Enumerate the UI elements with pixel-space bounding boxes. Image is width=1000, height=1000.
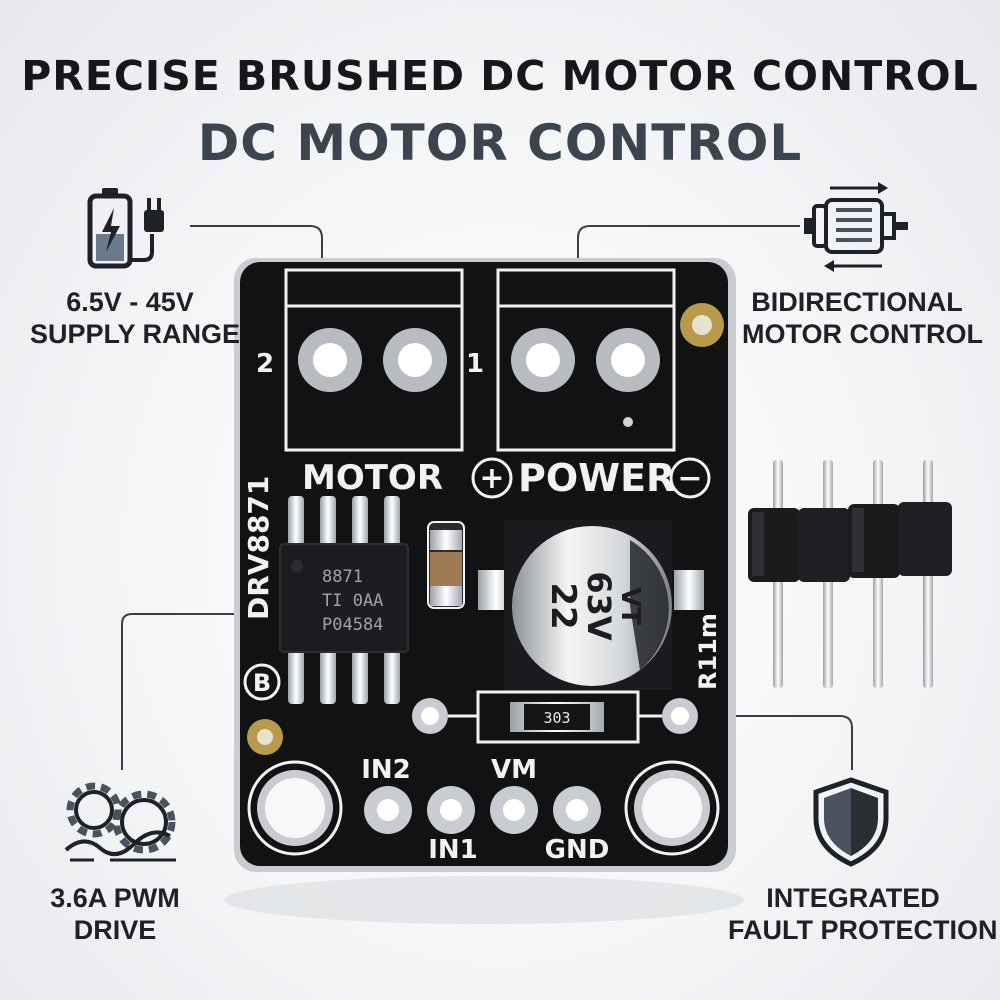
pin-label-in2: IN2 bbox=[361, 755, 411, 785]
capacitor-marking: VT bbox=[615, 587, 645, 625]
pin-header-strip bbox=[748, 460, 952, 688]
sense-resistor: 303 bbox=[412, 690, 698, 744]
pwm-drive-line1: 3.6A PWM bbox=[50, 883, 180, 913]
driver-chip: 8871 TI 0AA P04584 bbox=[279, 496, 409, 704]
mounting-hole bbox=[624, 760, 720, 856]
svg-text:B: B bbox=[253, 669, 271, 697]
pin-label-vm: VM bbox=[491, 755, 537, 785]
mounting-hole bbox=[247, 760, 343, 856]
battery-plug-icon bbox=[87, 188, 164, 269]
header-pads bbox=[364, 786, 601, 834]
supply-range-value: 6.5V - 45V bbox=[66, 287, 194, 317]
bidirectional-line1: BIDIRECTIONAL bbox=[751, 287, 963, 317]
pwm-drive-line2: DRIVE bbox=[73, 915, 157, 945]
supply-range-caption: SUPPLY RANGE bbox=[30, 319, 241, 349]
page-subtitle: DC MOTOR CONTROL bbox=[197, 114, 803, 172]
bidirectional-label: BIDIRECTIONAL MOTOR CONTROL bbox=[742, 286, 983, 350]
motor-label: MOTOR bbox=[302, 458, 443, 498]
page-title: PRECISE BRUSHED DC MOTOR CONTROL bbox=[21, 52, 979, 100]
plus-symbol: + bbox=[471, 457, 513, 499]
gears-icon bbox=[64, 782, 176, 862]
supply-range-label: 6.5V - 45V SUPPLY RANGE bbox=[30, 286, 241, 350]
smd-capacitor bbox=[427, 521, 465, 609]
motor-arrows-icon bbox=[804, 182, 908, 272]
fault-protection-line2: FAULT PROTECTION bbox=[728, 915, 998, 945]
minus-symbol: − bbox=[669, 457, 711, 499]
capacitor-marking: 22 bbox=[543, 582, 583, 629]
svg-text:+: + bbox=[479, 461, 504, 496]
terminal-pads bbox=[298, 328, 660, 427]
power-label: POWER bbox=[518, 456, 675, 500]
terminal-label-2: 2 bbox=[256, 349, 274, 379]
chip-marking: 8871 bbox=[322, 567, 363, 587]
resistor-ref-label: R11m bbox=[694, 613, 722, 690]
capacitor-marking: 63V bbox=[580, 571, 618, 641]
terminal-label-1: 1 bbox=[466, 349, 484, 379]
fault-protection-label: INTEGRATED FAULT PROTECTION bbox=[728, 882, 998, 946]
resistor-code: 303 bbox=[543, 709, 570, 727]
chip-marking: P04584 bbox=[322, 615, 383, 635]
motor-terminal-outline bbox=[284, 268, 464, 452]
pin-label-in1: IN1 bbox=[428, 835, 478, 865]
bidirectional-line2: MOTOR CONTROL bbox=[742, 319, 983, 349]
pwm-drive-label: 3.6A PWM DRIVE bbox=[30, 882, 200, 946]
electrolytic-capacitor: VT 63V 22 bbox=[478, 520, 704, 690]
svg-text:−: − bbox=[677, 461, 702, 496]
callout-lines bbox=[121, 225, 853, 770]
shield-icon bbox=[813, 777, 889, 867]
chip-marking: TI 0AA bbox=[322, 591, 383, 611]
chip-name-label: DRV8871 bbox=[242, 476, 275, 620]
power-terminal-outline bbox=[496, 268, 676, 452]
brand-logo: B bbox=[243, 663, 281, 701]
fault-protection-line1: INTEGRATED bbox=[766, 883, 940, 913]
pin-label-gnd: GND bbox=[545, 835, 610, 865]
